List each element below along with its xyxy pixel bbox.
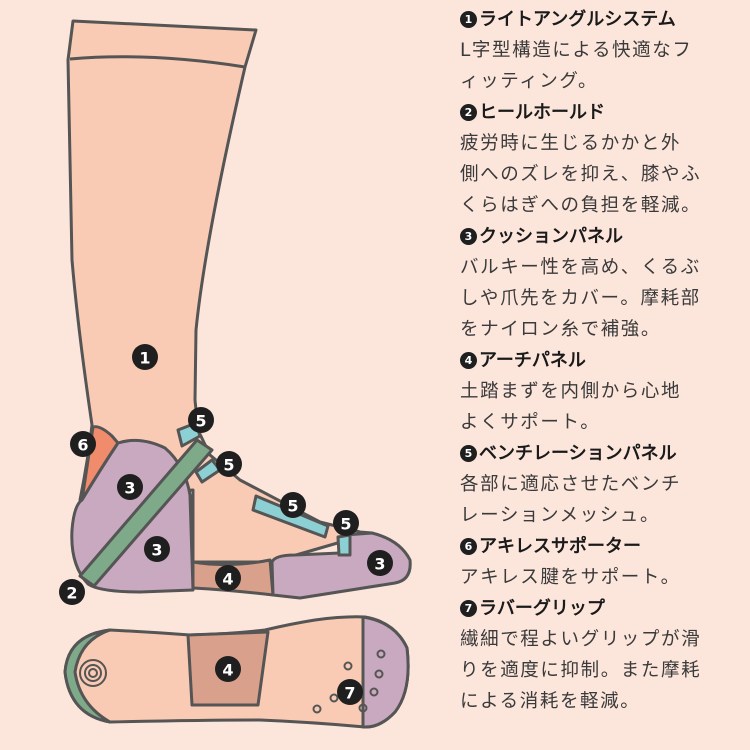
callout-badge-7: 7 [337,679,363,705]
badge-number: 1 [139,349,150,368]
callout-badge-4: 4 [215,565,241,591]
badge-number: 7 [344,684,355,703]
legend-description-line: よくサポート。 [460,412,601,433]
number-badge: 4 [460,352,477,369]
number-badge: 6 [460,538,477,555]
callout-badge-4: 4 [215,656,241,682]
legend-description-line: 側へのズレを抑え、膝やふ [460,164,702,185]
toe-cushion-panel [270,531,412,600]
badge-number: 5 [287,497,298,516]
callout-badge-2: 2 [59,579,85,605]
title-text: ヒールホールド [479,102,605,123]
callout-badge-3: 3 [144,536,170,562]
badge-number: 6 [77,436,88,455]
number-badge: 5 [460,445,477,462]
badge-number: 2 [66,584,77,603]
title-text: ラバーグリップ [479,598,605,619]
badge-number: 4 [222,661,233,680]
legend-description-line: りを適度に抑制。また摩耗 [460,660,702,681]
callout-badge-1: 1 [132,344,158,370]
sole-heel-grip [63,628,112,724]
badge-number: 4 [222,570,233,589]
sole-toe-grip [361,615,410,729]
badge-number: 3 [124,479,135,498]
badge-circle [59,579,85,605]
heel-target-icon [79,659,107,687]
badge-circle [70,431,96,457]
legend-description-line: アキレス腱をサポート。 [460,567,681,588]
badge-circle [132,344,158,370]
legend-description-line: ィッティング。 [460,71,599,92]
badge-number: 5 [195,412,206,431]
number-badge: 1 [460,11,477,28]
title-text: アーチパネル [479,350,586,371]
badge-number: 3 [151,541,162,560]
badge-circle [333,510,359,536]
callout-badge-6: 6 [70,431,96,457]
badge-number: 3 [374,555,385,574]
title-text: ライトアングルシステム [479,9,676,30]
badge-circle [337,679,363,705]
callout-badge-5: 5 [280,492,306,518]
legend-description-line: レーションメッシュ。 [460,505,661,526]
badge-number: 5 [223,456,234,475]
badge-circle [144,536,170,562]
heel-hold-strap [78,438,214,588]
callout-badge-5: 5 [216,451,242,477]
number-badge: 2 [460,104,477,121]
badge-circle [216,451,242,477]
number-badge: 7 [460,600,477,617]
badge-circle [188,407,214,433]
badge-number: 5 [340,515,351,534]
callout-badge-3: 3 [117,474,143,500]
legend-description-line: 土踏まずを内側から心地 [460,381,682,402]
sock-cuff-line [69,55,246,69]
callout-badge-5: 5 [333,510,359,536]
title-text: ベンチレーションパネル [479,443,677,464]
badge-circle [280,492,306,518]
legend-description-line: バルキー性を高め、くるぶ [460,257,701,278]
legend-description-line: 各部に適応させたベンチ [460,474,682,495]
ventilation-panel [336,533,352,557]
legend-description-line: による消耗を軽減。 [460,691,641,712]
title-text: クッションパネル [479,226,623,247]
number-badge: 3 [460,228,477,245]
grip-dots [312,649,386,714]
legend-description-line: L字型構造による快適なフ [460,40,693,61]
callout-badge-5: 5 [188,407,214,433]
legend-description-line: をナイロン糸で補強。 [460,319,662,340]
badge-circle [367,550,393,576]
badge-circle [215,565,241,591]
legend-description-line: しや爪先をカバー。摩耗部 [460,288,701,309]
title-text: アキレスサポーター [479,536,641,557]
legend-description-line: 疲労時に生じるかかと外 [460,133,682,154]
legend-description-line: くらはぎへの負担を軽減。 [460,195,702,216]
badge-circle [215,656,241,682]
callout-badge-3: 3 [367,550,393,576]
badge-circle [117,474,143,500]
legend-description-line: 繊細で程よいグリップが滑 [460,629,702,650]
